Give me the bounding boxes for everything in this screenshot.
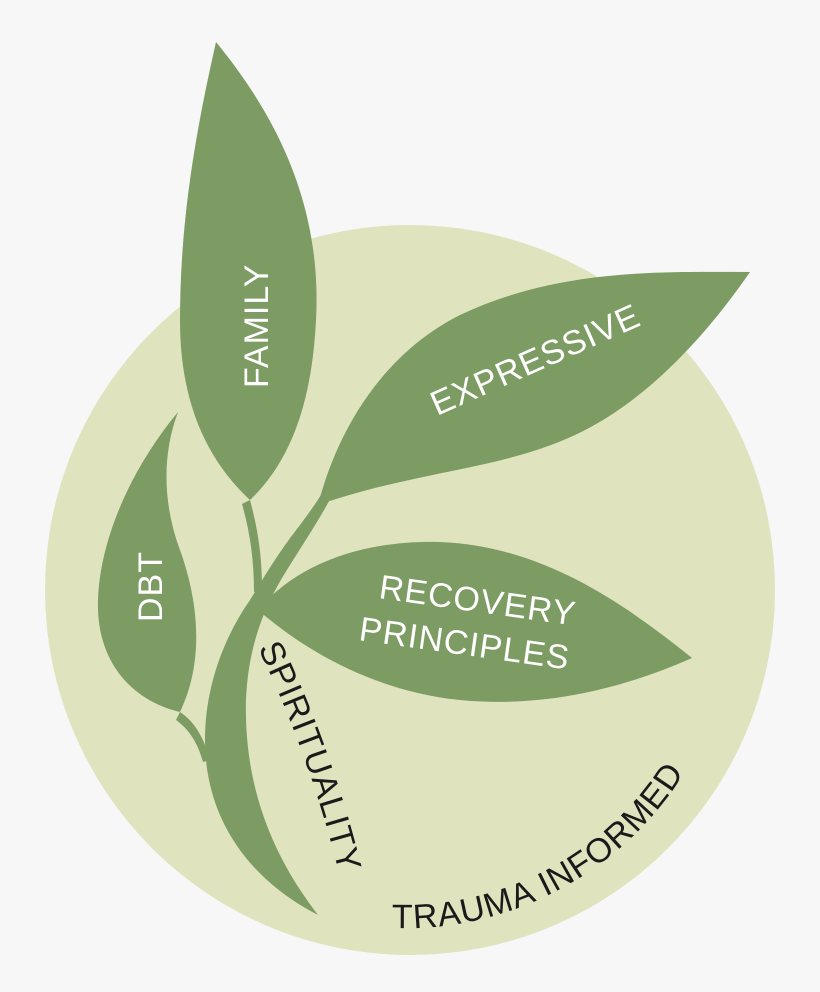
family-label: FAMILY — [238, 264, 276, 388]
family-leaf — [180, 42, 317, 500]
dbt-leaf — [97, 412, 197, 712]
expressive-leaf — [318, 271, 750, 505]
recovery-leaf — [258, 541, 692, 702]
dbt-label: DBT — [132, 551, 170, 622]
dbt-stem — [176, 712, 210, 762]
main-stem — [205, 478, 337, 915]
family-stem — [242, 500, 262, 592]
